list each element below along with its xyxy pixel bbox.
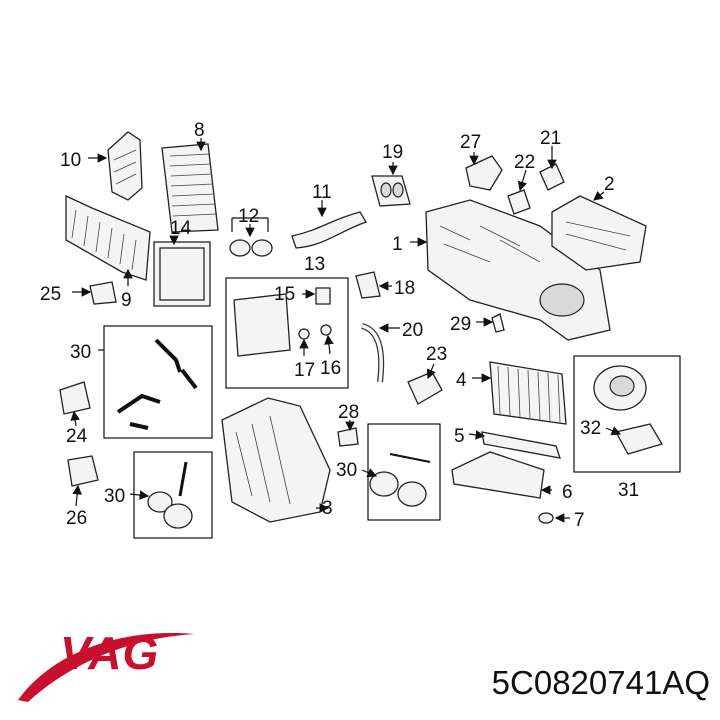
callout-30-left: 30 [104,486,125,507]
part-12-seals [229,239,273,257]
part-31-hoses [116,338,198,430]
callout-5: 5 [454,426,465,447]
part-3-lower-housing [221,397,331,523]
callout-24: 24 [66,426,88,447]
part-30-left-gears [147,461,193,529]
leader-lines [70,138,622,523]
callout-30-right: 30 [336,460,357,481]
callout-31: 30 [70,342,91,363]
callout-16: 16 [320,358,341,379]
part-10-bracket [107,131,143,201]
part-25 [89,281,117,305]
callout-4: 4 [456,370,467,391]
part-27 [465,155,503,191]
brand-name: VAG [60,627,160,679]
part-18 [355,271,381,299]
part-29 [491,313,505,333]
box-30-right [367,423,441,521]
box-31 [103,325,213,439]
callout-20: 20 [402,320,423,341]
callout-33: 32 [580,418,601,439]
callout-7: 7 [574,510,585,531]
part-23 [407,371,443,405]
callout-19: 19 [382,142,403,163]
callout-13: 13 [304,254,325,275]
part-20-hose [360,323,385,383]
callout-3: 3 [322,498,333,519]
callout-12: 12 [238,206,259,227]
part-28 [337,427,359,447]
part-14-filter [153,241,211,307]
callout-1: 1 [392,234,403,255]
part-2-cover [551,195,647,271]
callout-11: 11 [312,182,332,203]
callout-29: 29 [450,314,471,335]
part-7 [538,512,554,524]
callout-9: 9 [121,290,132,311]
part-9-evaporator [65,194,151,281]
callout-8: 8 [194,120,205,141]
box-13 [225,277,349,389]
callout-labels: 10 8 9 14 12 11 19 13 1 27 22 21 2 25 15… [40,120,639,531]
box-32 [573,355,681,473]
part-1-housing [425,199,611,341]
part-4-pollen-filter [489,361,567,425]
callout-27: 27 [460,132,481,153]
callout-25: 25 [40,284,61,305]
part-22 [507,189,531,215]
part-5 [481,431,561,459]
callout-23: 23 [426,344,447,365]
callout-14: 14 [170,218,192,239]
callout-21: 21 [540,128,561,149]
callout-28: 28 [338,402,359,423]
part-26 [67,455,99,487]
part-19-gasket [371,175,411,207]
part-6-tray [451,451,545,499]
part-33-resistor [615,423,663,455]
part-number: 5C0820741AQ [491,664,710,701]
callout-32: 31 [618,480,639,501]
callout-18: 18 [394,278,415,299]
part-32-blower [593,365,647,411]
part-11-pipe [291,211,367,249]
callout-2: 2 [604,174,615,195]
callout-15: 15 [274,284,295,305]
callout-10: 10 [60,150,81,171]
brand-logo [18,633,194,702]
part-30-right-gears [369,453,431,507]
part-8-heater-core [161,143,219,233]
brand-swoosh-icon [18,633,194,702]
part-24 [59,381,91,415]
callout-17: 17 [294,360,315,381]
callout-6: 6 [562,482,573,503]
callout-26: 26 [66,508,87,529]
callout-22: 22 [514,152,535,173]
